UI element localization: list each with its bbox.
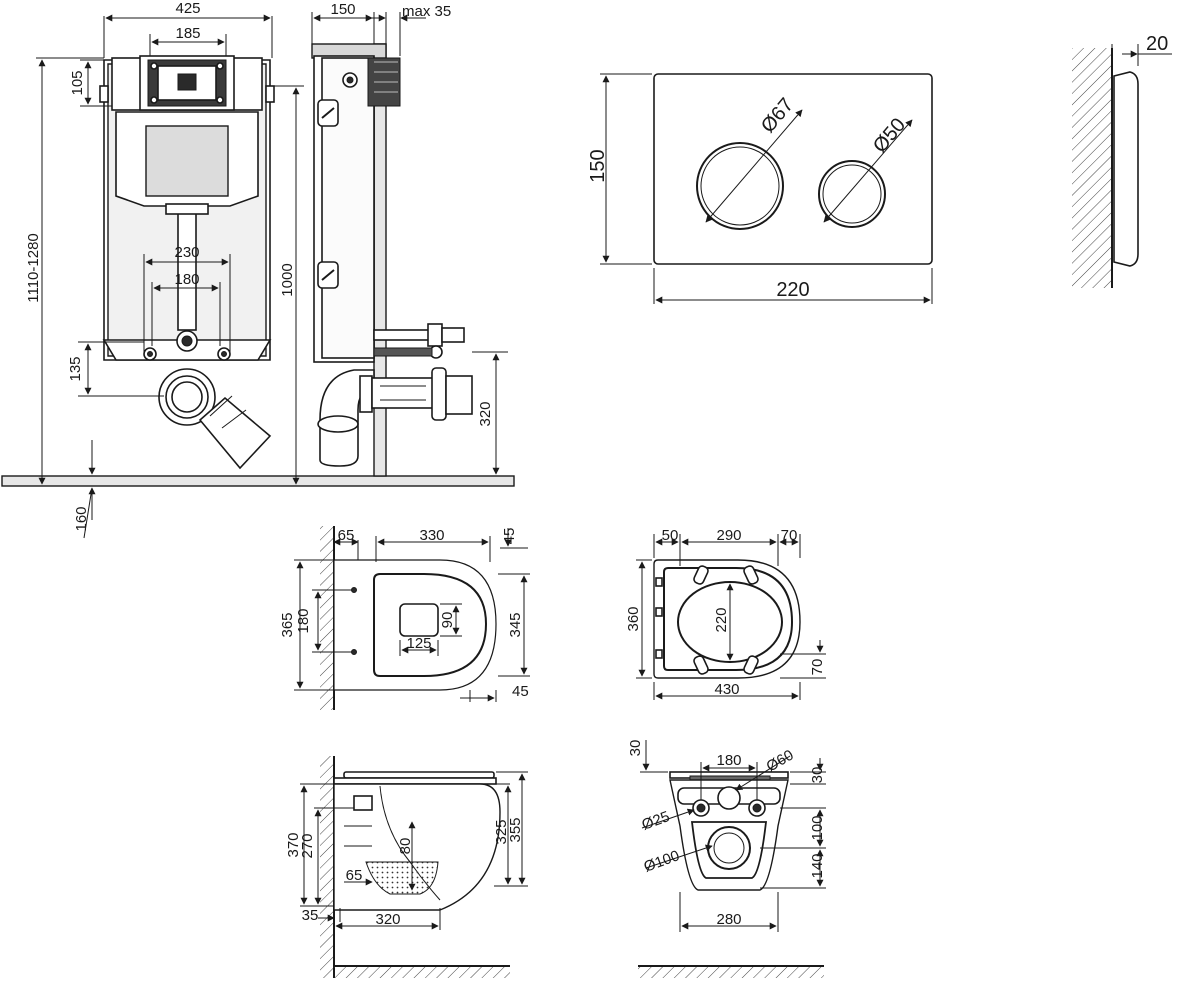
dim-seat-middle: 290 bbox=[716, 527, 741, 544]
frame-front-view bbox=[99, 55, 275, 470]
dim-seat-height: 355 bbox=[507, 817, 524, 842]
dim-plate-width: 185 bbox=[175, 25, 200, 42]
dim-hole-depth: 90 bbox=[439, 612, 456, 629]
dim-plate-width: 220 bbox=[776, 279, 809, 301]
dim-seat-hinge: 70 bbox=[809, 659, 826, 676]
dim-back-bolt-spacing: 180 bbox=[716, 752, 741, 769]
dim-frame-depth: 150 bbox=[330, 1, 355, 18]
floor bbox=[1, 475, 515, 487]
bowl-back-view: 30 180 Ø60 30 Ø25 Ø100 100 140 280 bbox=[627, 740, 826, 978]
dim-drain-height: 135 bbox=[67, 356, 84, 381]
flush-plate-profile: 20 bbox=[1072, 33, 1172, 288]
dim-outlet-diameter: Ø60 bbox=[764, 747, 797, 776]
flush-plate: Ø67 Ø50 150 220 bbox=[587, 73, 933, 304]
dim-back-width: 280 bbox=[716, 911, 741, 928]
dim-seat-left: 50 bbox=[662, 527, 679, 544]
dim-bowl-back: 65 bbox=[338, 527, 355, 544]
dim-frame-height: 1000 bbox=[279, 263, 296, 296]
seat-top-view: 50 290 70 360 220 430 70 bbox=[625, 527, 826, 700]
dim-bottom-height: 140 bbox=[809, 853, 826, 878]
dim-seat-right: 70 bbox=[781, 527, 798, 544]
dim-rim-height: 325 bbox=[493, 819, 510, 844]
dim-seat-length: 430 bbox=[714, 681, 739, 698]
dim-top-offset: 105 bbox=[69, 70, 86, 95]
dim-bolt-diameter: Ø25 bbox=[640, 808, 672, 834]
dim-outlet-height: 320 bbox=[477, 401, 494, 426]
dim-inlet-spacing: 180 bbox=[174, 271, 199, 288]
dim-seal: 65 bbox=[346, 867, 363, 884]
dim-outlet-spacing: 230 bbox=[174, 244, 199, 261]
dim-seat-thickness: 30 bbox=[809, 767, 826, 784]
dim-inner-depth: 345 bbox=[507, 612, 524, 637]
bowl-side-view: 370 270 80 65 35 320 325 355 bbox=[285, 756, 528, 978]
dim-plate-height: 150 bbox=[587, 149, 609, 182]
dim-water-depth: 80 bbox=[397, 838, 414, 855]
frame-side-view bbox=[311, 43, 473, 477]
dim-frame-width: 425 bbox=[175, 0, 200, 17]
dim-drain-diameter: Ø100 bbox=[642, 847, 682, 876]
dim-max-offset: max 35 bbox=[402, 3, 451, 20]
dim-bowl-back-side: 35 bbox=[302, 907, 319, 924]
dim-tip-top: 45 bbox=[501, 528, 518, 545]
dim-height-range: 1110-1280 bbox=[25, 233, 42, 303]
dim-back-top-gap: 30 bbox=[627, 740, 644, 757]
dim-bolt-spacing: 180 bbox=[295, 608, 312, 633]
dim-bowl-length: 330 bbox=[419, 527, 444, 544]
dim-seat-inner: 220 bbox=[713, 607, 730, 632]
dim-total-height: 370 bbox=[285, 832, 302, 857]
dim-hole-width: 125 bbox=[406, 635, 431, 652]
bowl-top-view: 65 330 45 365 180 345 125 90 45 bbox=[279, 526, 530, 710]
dim-trap-height: 270 bbox=[299, 833, 316, 858]
dim-floor-depth: 160 bbox=[73, 506, 90, 531]
dim-bowl-side-length: 320 bbox=[375, 911, 400, 928]
dim-tip-bottom: 45 bbox=[512, 683, 529, 700]
dim-plate-thickness: 20 bbox=[1146, 33, 1168, 55]
side-dimensions: 150 max 35 320 bbox=[311, 1, 508, 475]
dim-seat-depth: 360 bbox=[625, 606, 642, 631]
dim-inlet-height: 100 bbox=[809, 815, 826, 840]
dim-bowl-depth: 365 bbox=[279, 612, 296, 637]
frame-dimensions: 425 185 1110-1280 105 1000 230 180 135 1… bbox=[25, 0, 304, 539]
